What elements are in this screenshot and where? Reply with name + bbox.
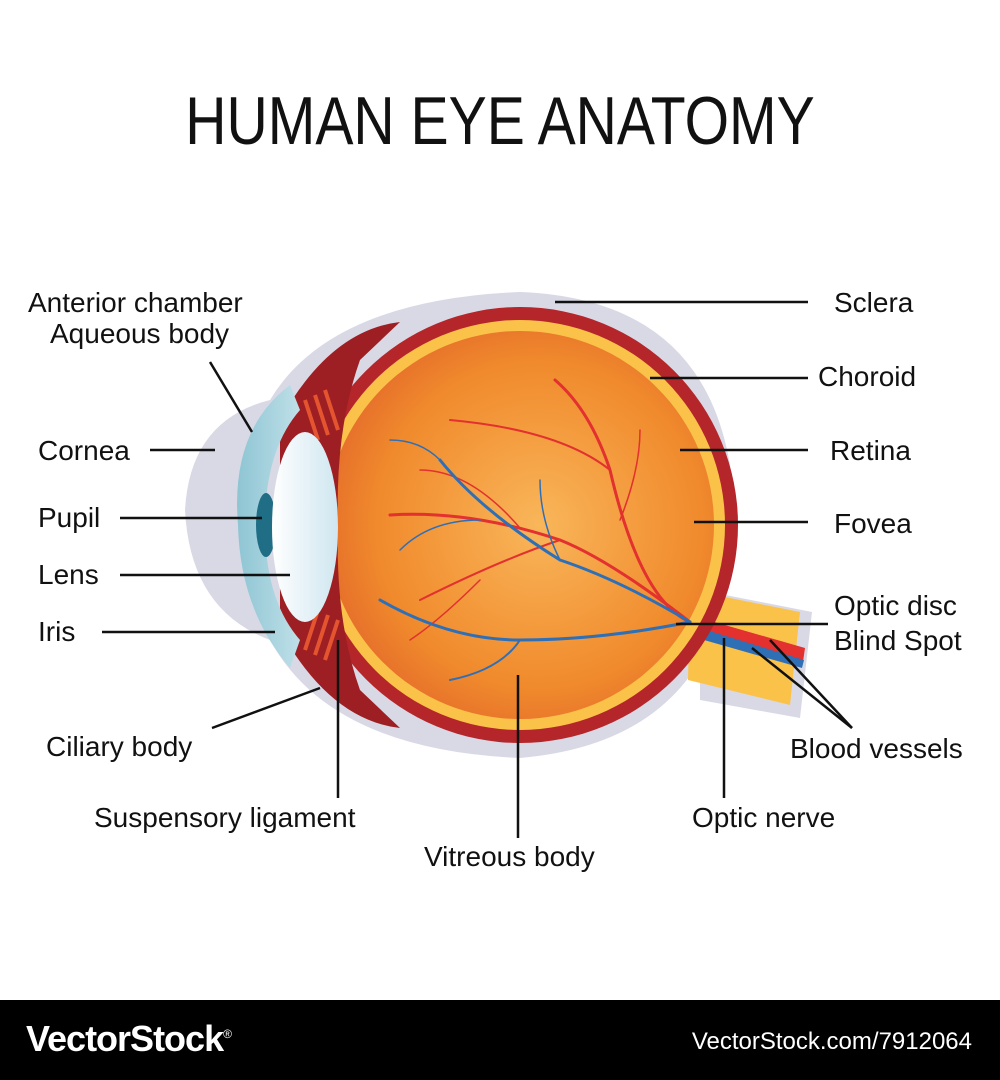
pupil-shape (256, 493, 276, 557)
brand-logo: VectorStock® (26, 1018, 232, 1060)
ciliary-stripes (303, 389, 340, 661)
blood-vessel-network (378, 378, 692, 681)
eye-cross-section (102, 292, 853, 838)
label-blood-vessels: Blood vessels (790, 733, 963, 764)
cornea-shape (237, 385, 300, 668)
label-anterior-chamber: Anterior chamber (28, 287, 243, 318)
label-sclera: Sclera (834, 287, 914, 318)
label-iris: Iris (38, 616, 76, 647)
vitreous-shape (326, 331, 714, 719)
label-lens: Lens (38, 559, 99, 590)
lens-shape (272, 432, 338, 622)
label-optic-disc: Optic disc (834, 590, 957, 621)
label-fovea: Fovea (834, 508, 912, 539)
leader-lines (102, 300, 853, 838)
label-suspensory-ligament: Suspensory ligament (94, 802, 356, 833)
label-choroid: Choroid (818, 361, 917, 392)
label-aqueous-body: Aqueous body (50, 318, 230, 349)
brand-logo-text: VectorStock (26, 1018, 224, 1059)
label-ciliary-body: Ciliary body (46, 731, 193, 762)
label-cornea: Cornea (38, 435, 130, 466)
label-pupil: Pupil (38, 502, 101, 533)
diagram-title: HUMAN EYE ANATOMY (185, 83, 815, 159)
label-blind-spot: Blind Spot (834, 625, 962, 656)
registered-mark: ® (223, 1027, 232, 1041)
label-optic-nerve: Optic nerve (692, 802, 836, 833)
image-reference: VectorStock.com/7912064 (691, 1028, 972, 1055)
label-vitreous-body: Vitreous body (424, 841, 595, 872)
footer-bar: VectorStock® VectorStock.com/7912064 (0, 1000, 1000, 1080)
ciliary-region (280, 322, 400, 728)
label-retina: Retina (830, 435, 911, 466)
